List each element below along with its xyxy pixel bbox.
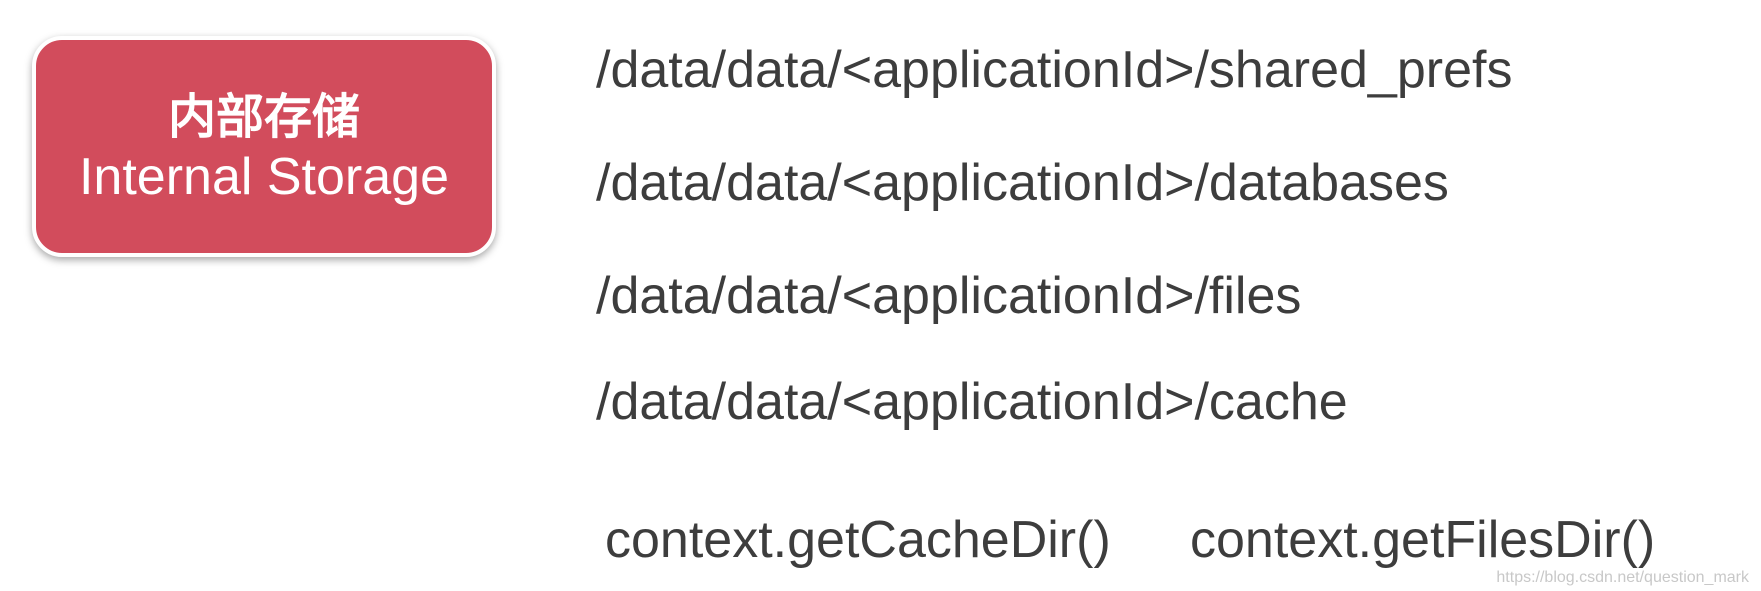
watermark-url: https://blog.csdn.net/question_mark [1496, 569, 1749, 586]
method-get-files-dir: context.getFilesDir() [1190, 511, 1656, 569]
method-get-cache-dir: context.getCacheDir() [605, 511, 1111, 569]
path-cache: /data/data/<applicationId>/cache [596, 373, 1348, 431]
path-databases: /data/data/<applicationId>/databases [596, 154, 1449, 212]
internal-storage-title-en: Internal Storage [78, 147, 450, 206]
path-files: /data/data/<applicationId>/files [596, 267, 1302, 325]
path-shared-prefs: /data/data/<applicationId>/shared_prefs [596, 41, 1513, 99]
internal-storage-box: 内部存储 Internal Storage [32, 36, 496, 257]
internal-storage-title-cn: 内部存储 [167, 88, 360, 145]
